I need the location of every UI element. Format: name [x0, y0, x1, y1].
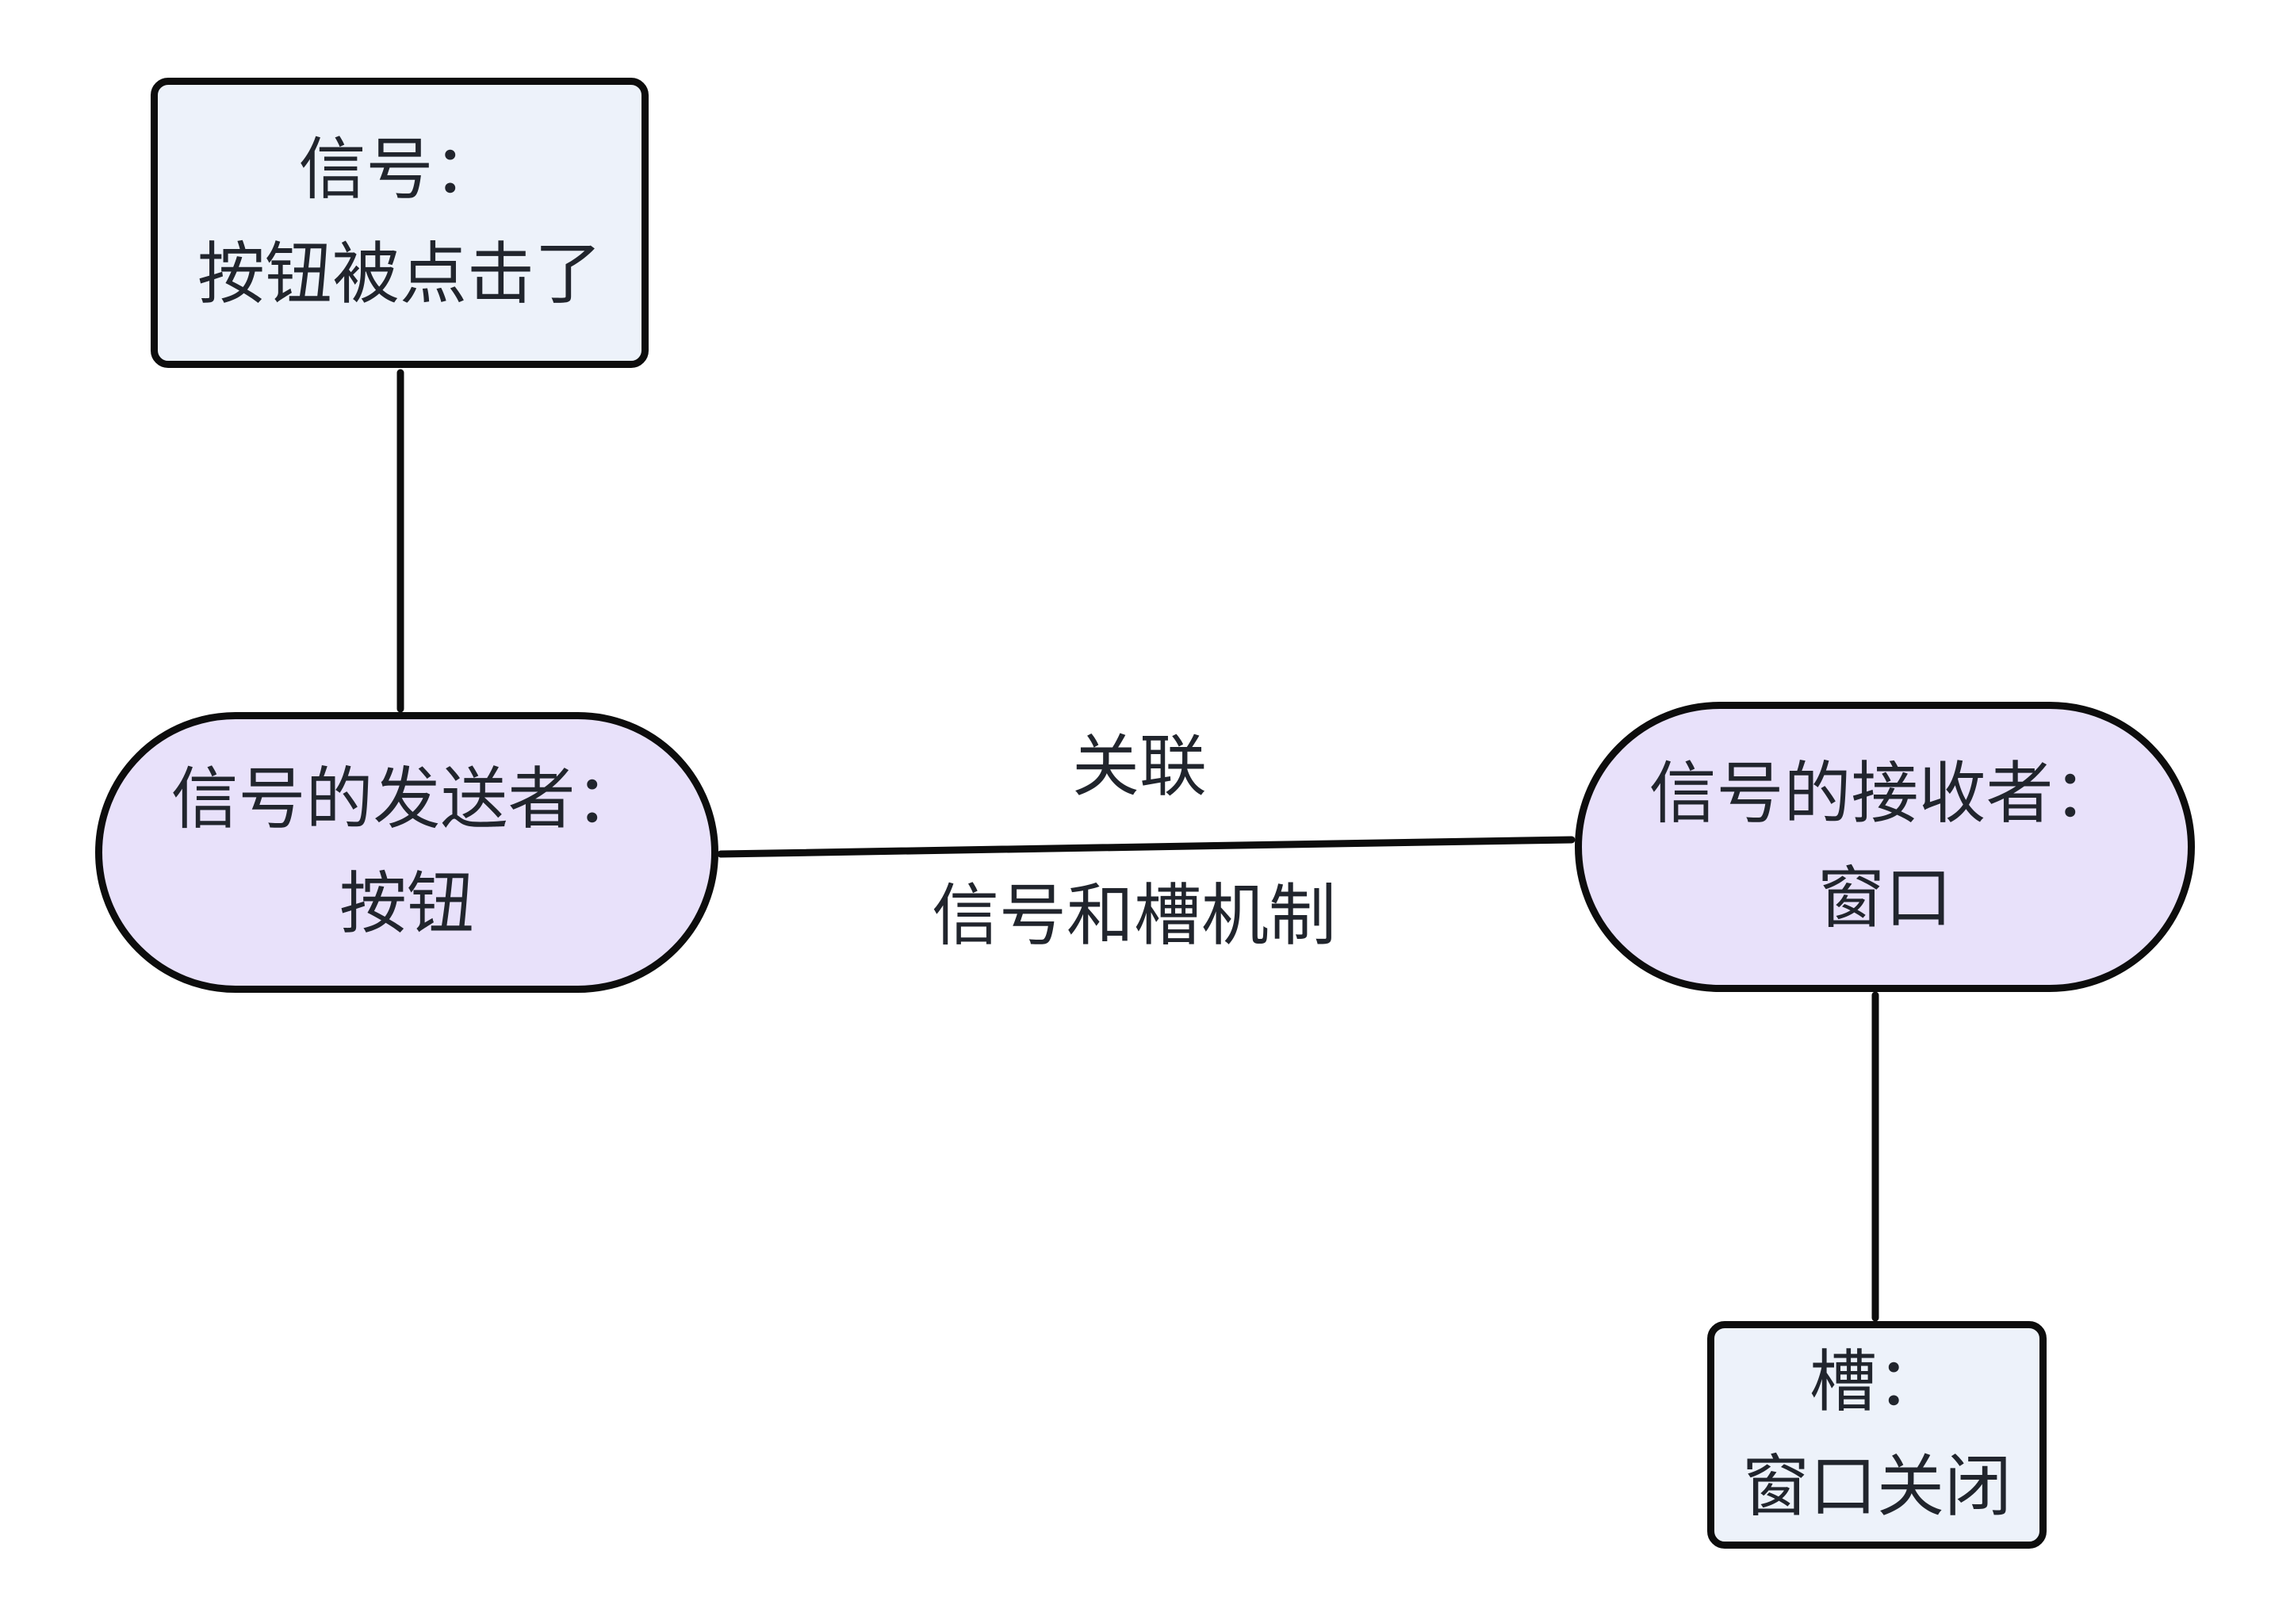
node-sender-line1: 信号的发送者： — [170, 762, 643, 838]
node-signal: 信号： 按钮被点击了 — [151, 78, 649, 368]
node-receiver: 信号的接收者： 窗口 — [1575, 702, 2195, 992]
node-signal-line1: 信号： — [298, 132, 501, 209]
edge-label-association: 关联 — [1071, 730, 1208, 805]
node-sender: 信号的发送者： 按钮 — [95, 712, 718, 993]
edge-sender-receiver — [717, 836, 1576, 858]
node-signal-line2: 按钮被点击了 — [197, 237, 602, 312]
node-slot-line2: 窗口关闭 — [1741, 1449, 2012, 1525]
node-receiver-line2: 窗口 — [1817, 861, 1952, 936]
edge-label-mechanism: 信号和槽机制 — [931, 879, 1337, 954]
node-slot-line1: 槽： — [1809, 1344, 1944, 1420]
node-sender-line2: 按钮 — [339, 867, 474, 942]
node-slot: 槽： 窗口关闭 — [1707, 1321, 2047, 1549]
node-receiver-line1: 信号的接收者： — [1649, 756, 2121, 833]
